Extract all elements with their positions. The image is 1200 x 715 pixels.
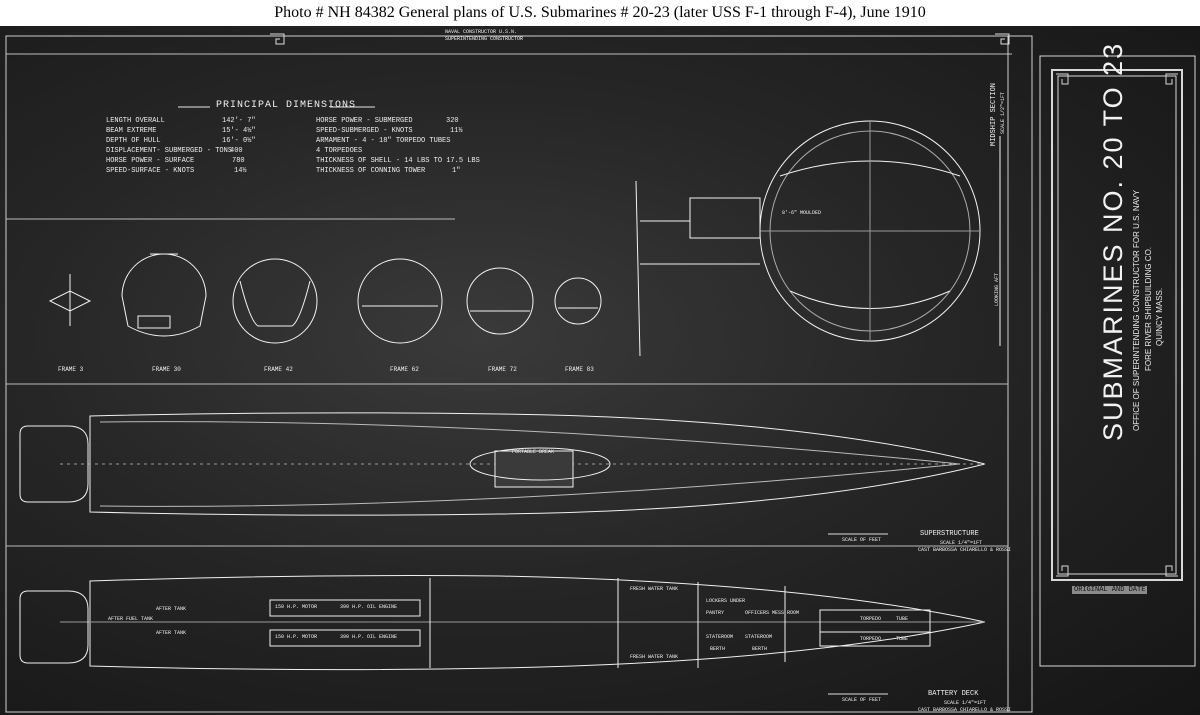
superstructure-scale: SCALE 1/4"=1FT [940,540,983,546]
room-label: OFFICERS MESS ROOM [745,610,800,616]
room-label: TORPEDO [860,616,882,622]
pd-left-label: BEAM EXTREME [106,127,157,135]
pd-right-label: 4 TORPEDOES [316,147,363,155]
room-label: FRESH WATER TANK [630,654,679,660]
constructor-note-1: NAVAL CONSTRUCTOR U.S.N. [445,29,518,35]
pd-right-value: 1" [452,167,461,175]
pd-left-label: DEPTH OF HULL [106,137,161,145]
battery-deck-title: BATTERY DECK [928,690,979,698]
superstructure-title: SUPERSTRUCTURE [920,530,979,538]
frame-label: FRAME 72 [488,366,517,373]
pd-right-value: 11½ [450,127,463,135]
battery-deck-plan [19,575,986,671]
battery-deck-builder: CAST BARBOSSA CHIARELLO & ROSSI [918,707,1012,713]
room-label: AFTER TANK [156,606,187,612]
room-label: 390 H.P. OIL ENGINE [340,604,398,610]
pd-left-value: 400 [230,147,243,155]
superstructure-feet: SCALE OF FEET [842,537,882,543]
photo-caption: Photo # NH 84382 General plans of U.S. S… [0,0,1200,26]
room-label: STATEROOM [745,634,773,640]
room-label: AFTER FUEL TANK [108,616,154,622]
battery-deck-feet: SCALE OF FEET [842,697,882,703]
battery-deck-scale: SCALE 1/4"=1FT [944,700,987,706]
pd-left-label: DISPLACEMENT- SUBMERGED - TONS [106,147,233,155]
room-label: STATEROOM [706,634,734,640]
superstructure-plan [19,412,986,516]
original-stamp: ORIGINAL AND DATE [1072,586,1148,594]
midship-scale: SCALE 1/2"=1FT [1000,91,1006,134]
pd-right-label: THICKNESS OF CONNING TOWER [316,167,426,175]
room-label: PANTRY [706,610,725,616]
pd-right-label: SPEED-SUBMERGED - KNOTS [316,127,413,135]
pd-right-label: HORSE POWER - SUBMERGED [316,117,413,125]
midship-title: MIDSHIP SECTION [990,82,998,146]
superstructure-builder: CAST BARBOSSA CHIARELLO & ROSSI [918,547,1012,553]
pd-left-label: HORSE POWER - SURFACE [106,157,195,165]
pd-right-label: THICKNESS OF SHELL - 14 LBS TO 17.5 LBS [316,157,480,165]
pd-left-value: 780 [232,157,245,165]
office-label: OFFICE OF SUPERINTENDING CONSTRUCTOR FOR… [1132,189,1141,431]
frame-label: FRAME 3 [58,366,84,373]
scale-bars [828,533,888,695]
midship-moulded: 8'-6" MOULDED [782,210,822,216]
constructor-note-2: SUPERINTENDING CONSTRUCTOR [445,36,524,42]
frame-label: FRAME 42 [264,366,293,373]
place-label: QUINCY MASS. [1155,287,1164,346]
room-label: 150 H.P. MOTOR [275,634,318,640]
room-label: TUBE [896,636,909,642]
title-block-frame [1039,55,1196,667]
blueprint-sheet: NAVAL CONSTRUCTOR U.S.N. SUPERINTENDING … [0,26,1200,715]
pd-left-value: 16'- 0½" [222,137,256,145]
room-label: BERTH [710,646,726,652]
frame-sections [48,253,602,344]
frame-label: FRAME 62 [390,366,419,373]
frame-label: FRAME 83 [565,366,594,373]
room-label: 150 H.P. MOTOR [275,604,318,610]
room-label: TORPEDO [860,636,882,642]
room-label: LOCKERS UNDER [706,598,746,604]
midship-section-drawing [635,120,1001,357]
pd-right-value: 320 [446,117,459,125]
pd-left-value: 15'- 4½" [222,127,256,135]
pd-left-value: 142'- 7" [222,117,256,125]
frame-label: FRAME 30 [152,366,181,373]
portable-break-label: PORTABLE BREAK [512,449,555,455]
drawing-title: SUBMARINES NO. 20 TO 23 [1098,41,1128,441]
room-label: 390 H.P. OIL ENGINE [340,634,398,640]
pd-right-label: ARMAMENT - 4 - 18" TORPEDO TUBES [316,137,451,145]
yard-label: FORE RIVER SHIPBUILDING CO. [1144,246,1153,371]
pd-left-label: LENGTH OVERALL [106,117,165,125]
pd-left-label: SPEED-SURFACE - KNOTS [106,167,195,175]
room-label: AFTER TANK [156,630,187,636]
blueprint-drawing [5,33,1196,713]
room-label: FRESH WATER TANK [630,586,679,592]
principal-dimensions-title: PRINCIPAL DIMENSIONS [216,100,357,111]
midship-looking: LOOKING AFT [994,272,1000,306]
room-label: BERTH [752,646,768,652]
room-label: TUBE [896,616,909,622]
pd-left-value: 14½ [234,167,247,175]
